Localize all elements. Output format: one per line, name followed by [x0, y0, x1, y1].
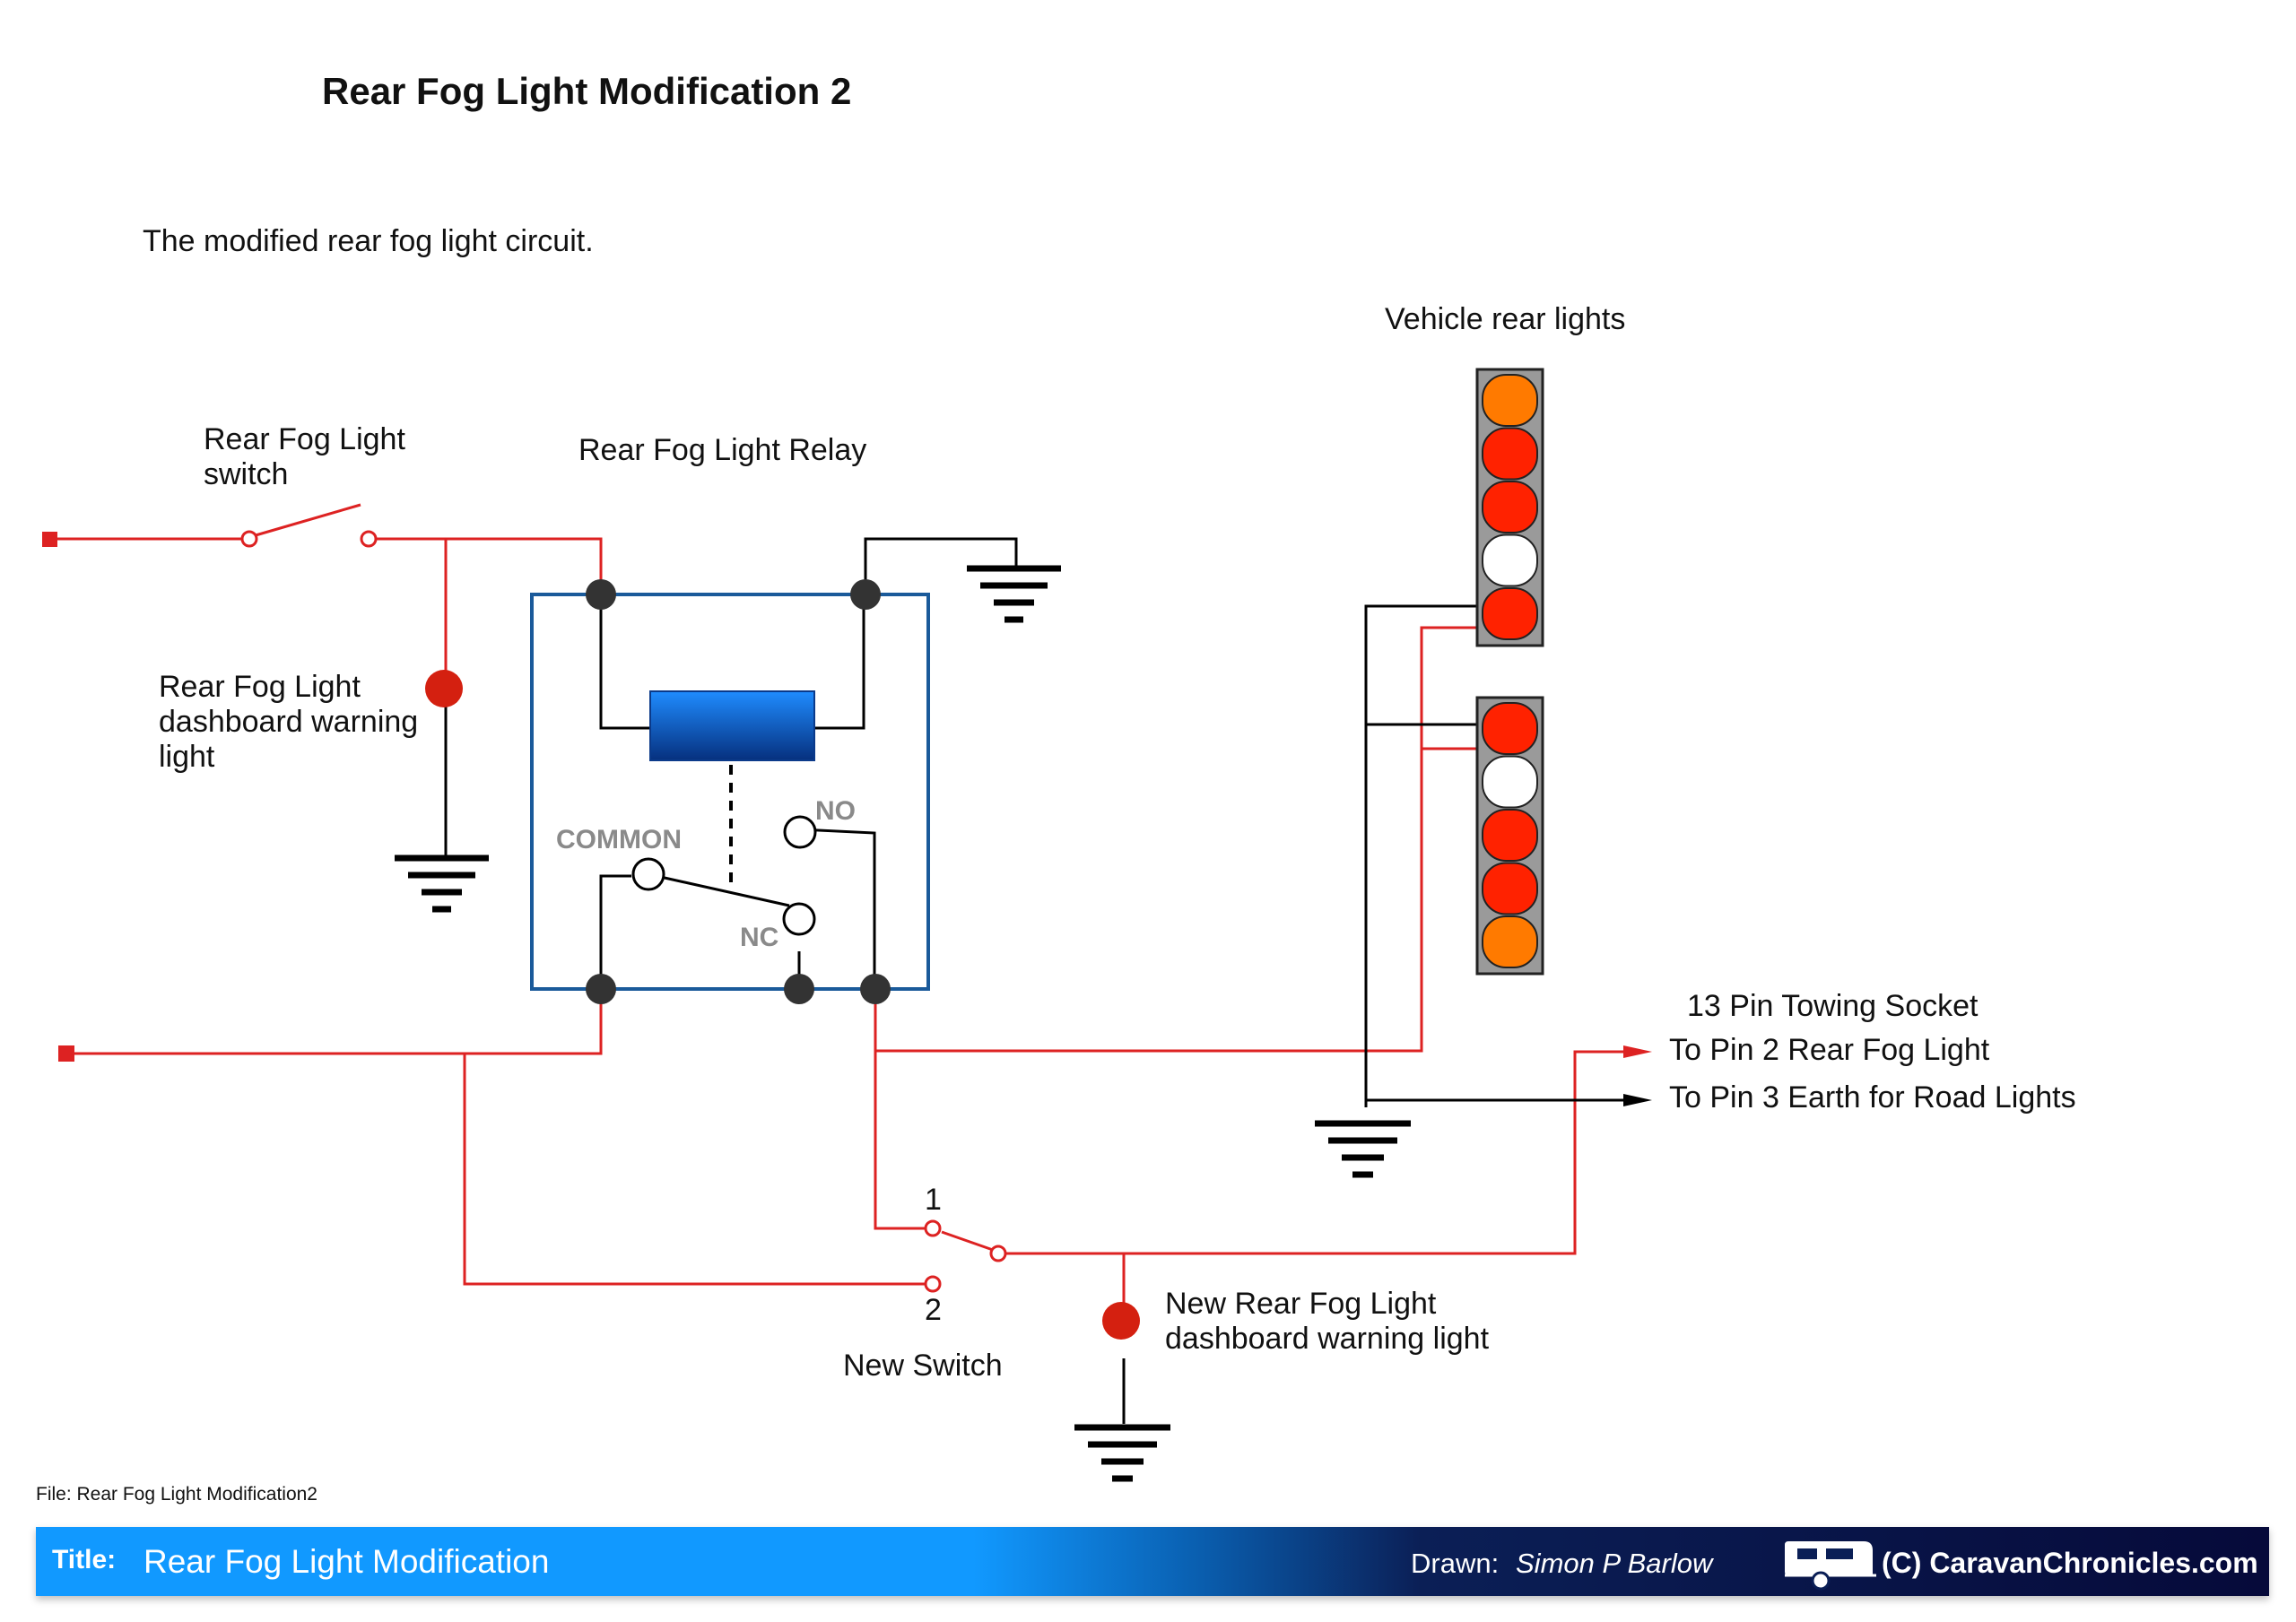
caravan-icon — [1785, 1541, 1876, 1591]
switch-label-line2: switch — [204, 457, 289, 491]
page-subtitle: The modified rear fog light circuit. — [143, 224, 594, 258]
new-switch — [924, 1219, 1007, 1293]
relay-box — [530, 593, 930, 991]
nc-label: NC — [740, 923, 779, 952]
upper-cluster-lamp-1 — [1482, 374, 1538, 427]
new-warning-lamp — [1102, 1302, 1140, 1340]
title-block: Title: Rear Fog Light Modification Drawn… — [36, 1527, 2269, 1596]
upper-cluster-lamp-5 — [1482, 587, 1538, 640]
earth-symbol-old-lamp — [395, 854, 489, 913]
earth-symbol-new-lamp — [1074, 1424, 1170, 1482]
vehicle-lights-label: Vehicle rear lights — [1385, 302, 1626, 336]
new-warning-label-line1: New Rear Fog Light — [1165, 1287, 1437, 1321]
warning-label-line1: Rear Fog Light — [159, 670, 361, 704]
title-block-value: Rear Fog Light Modification — [144, 1543, 550, 1580]
new-switch-label: New Switch — [843, 1349, 1003, 1383]
rear-light-cluster-upper — [1475, 368, 1544, 647]
fog-light-switch — [42, 503, 378, 548]
drawn-label: Drawn: — [1411, 1548, 1500, 1579]
new-warning-label-line2: dashboard warning light — [1165, 1322, 1490, 1356]
file-label: File: Rear Fog Light Modification2 — [36, 1484, 317, 1505]
relay-coil — [649, 690, 815, 761]
upper-cluster-lamp-2 — [1482, 427, 1538, 481]
pin3-label: To Pin 3 Earth for Road Lights — [1669, 1080, 2076, 1115]
drawn-name: Simon P Barlow — [1516, 1548, 1713, 1579]
lower-cluster-lamp-1 — [1482, 702, 1538, 755]
upper-cluster-lamp-4 — [1482, 533, 1538, 587]
pin2-label: To Pin 2 Rear Fog Light — [1669, 1033, 1990, 1067]
lower-cluster-lamp-3 — [1482, 809, 1538, 862]
switch-position-1: 1 — [925, 1183, 942, 1217]
relay-terminals — [586, 579, 891, 1004]
warning-label-line2: dashboard warning — [159, 705, 419, 739]
earth-wires — [444, 537, 1623, 1424]
lower-cluster-lamp-5 — [1482, 915, 1538, 968]
lower-cluster-lamp-2 — [1482, 755, 1538, 809]
old-warning-lamp — [425, 670, 463, 707]
feed-terminal — [58, 1045, 74, 1062]
page-title: Rear Fog Light Modification 2 — [322, 70, 852, 112]
upper-cluster-lamp-3 — [1482, 481, 1538, 533]
lower-cluster-lamp-4 — [1482, 862, 1538, 915]
switch-label-line1: Rear Fog Light — [204, 422, 405, 456]
copyright-text: (C) CaravanChronicles.com — [1882, 1547, 2258, 1579]
rear-light-cluster-lower — [1475, 696, 1544, 976]
relay-label: Rear Fog Light Relay — [578, 433, 867, 467]
common-label: COMMON — [556, 825, 682, 854]
socket-title: 13 Pin Towing Socket — [1687, 989, 1979, 1023]
socket-arrows — [1623, 1045, 1652, 1106]
switch-position-2: 2 — [925, 1293, 942, 1327]
earth-symbol-relay — [967, 565, 1061, 623]
relay-contacts — [631, 815, 817, 936]
live-wires — [56, 537, 1623, 1309]
warning-label-line3: light — [159, 740, 215, 774]
earth-symbol-lights — [1315, 1120, 1411, 1178]
no-label: NO — [815, 796, 856, 826]
title-block-label: Title: — [52, 1545, 117, 1574]
